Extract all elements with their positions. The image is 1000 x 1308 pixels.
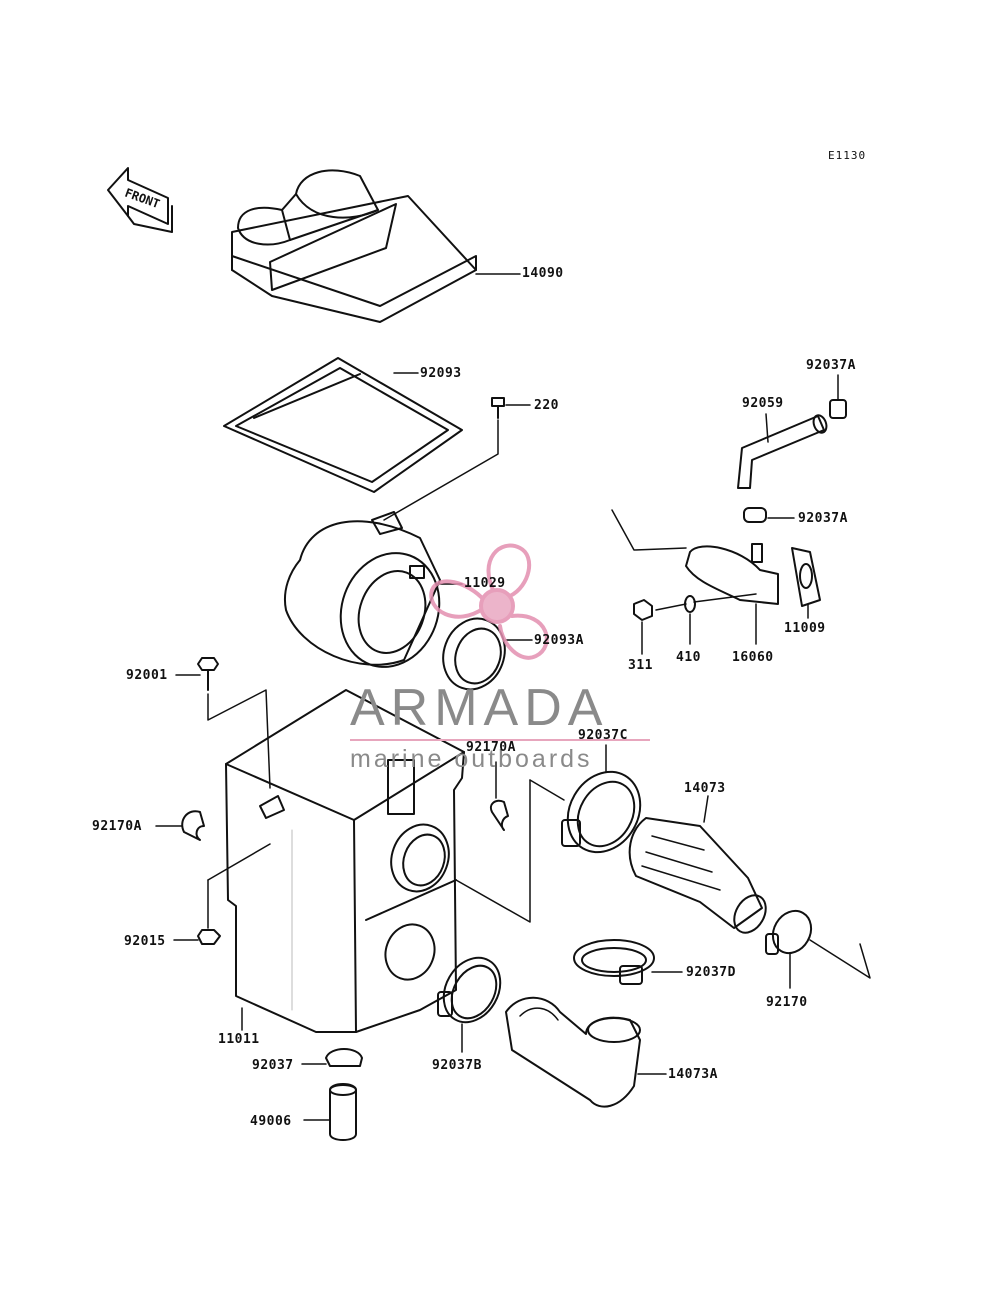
air-box-housing [225,689,531,1033]
part-label: 14090 [522,266,564,281]
filter-element [284,511,463,668]
rubber-boot-14073 [628,795,767,934]
nut-311 [633,599,687,655]
part-label: 410 [676,650,701,665]
part-label: 16060 [732,650,774,665]
watermark-tagline: marine outboards [350,745,593,773]
washer-410 [684,593,757,645]
clamp-92037d [573,939,683,985]
part-label: 92170A [466,740,516,755]
part-label: 92170 [766,995,808,1010]
bolt-220 [383,397,531,521]
part-label: 14073 [684,781,726,796]
part-label: 14073A [668,1067,718,1082]
bolt-92001 [175,657,271,789]
watermark-logo-icon [429,543,549,660]
clamp-92037a-mid [743,507,795,523]
part-label: 92093A [534,633,584,648]
part-label: 92037D [686,965,736,980]
air-filter-cover [231,169,521,323]
clamp-92037c [529,744,642,854]
diagram-code: E1130 [828,149,867,162]
front-arrow-icon: FRONT [107,167,173,233]
part-label: 92037A [798,511,848,526]
part-label: 92037A [806,358,856,373]
part-label: 11011 [218,1032,260,1047]
gasket-11009 [791,547,821,619]
part-label: 311 [628,658,653,673]
part-label: 92037 [252,1058,294,1073]
hose-92059 [737,413,828,489]
clamp-92037a-top [829,374,847,419]
clip-92170a-center [490,761,509,831]
part-label: 11009 [784,621,826,636]
part-label: 92015 [124,934,166,949]
part-label: 92093 [420,366,462,381]
clamp-92170 [765,909,871,989]
part-label: 49006 [250,1114,292,1129]
part-label: 92037C [578,728,628,743]
part-label: 92037B [432,1058,482,1073]
watermark-divider [350,739,650,741]
watermark-brand: ARMADA [350,679,609,737]
part-label: 11029 [464,576,506,591]
hose-49006 [303,1083,357,1141]
part-label: 220 [534,398,559,413]
clamp-92037b [437,956,502,1053]
duct-14073a [505,996,667,1108]
part-label: 92059 [742,396,784,411]
intake-elbow [611,509,779,645]
clamp-92037 [301,1048,363,1067]
part-label: 92001 [126,668,168,683]
gasket-92093 [223,357,463,493]
clip-92170a-left [155,810,205,841]
part-label: 92170A [92,819,142,834]
grommet-92015 [173,843,271,945]
